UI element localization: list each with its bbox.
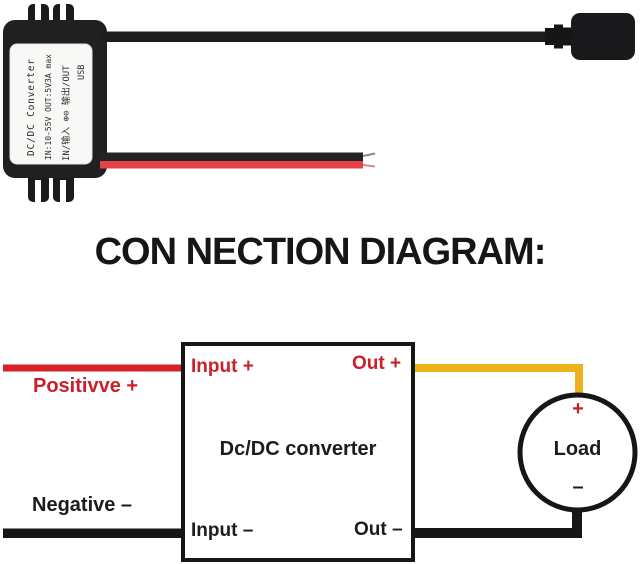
device-label-title: DC/DC Converter bbox=[26, 58, 37, 156]
connection-diagram bbox=[3, 342, 638, 562]
page-title: CON NECTION DIAGRAM: bbox=[94, 231, 547, 273]
usb-cable bbox=[100, 31, 552, 42]
usb-connector bbox=[571, 13, 635, 60]
input-wire-red bbox=[100, 161, 363, 169]
converter-box-label: Dc/DC converter bbox=[219, 438, 377, 460]
mounting-tab-bottom bbox=[28, 172, 74, 204]
product-photo: DC/DC Converter IN:10-55V OUT:5V3A max I… bbox=[3, 0, 635, 204]
device-label-port: USB bbox=[77, 65, 87, 80]
load-label: Load bbox=[553, 438, 602, 460]
device-label-io: IN/输入 ⊕⊖ 输出/OUT bbox=[60, 65, 72, 161]
terminal-input-minus: Input – bbox=[191, 520, 254, 541]
wire-strand-black bbox=[362, 152, 376, 157]
positive-input-wire bbox=[3, 364, 183, 372]
positive-output-wire bbox=[413, 364, 583, 397]
positive-wire-label: Positivve + bbox=[33, 375, 139, 397]
input-wire-black bbox=[100, 152, 363, 161]
terminal-input-plus: Input + bbox=[191, 356, 254, 377]
cable-strain-relief bbox=[545, 24, 572, 49]
negative-wire-label: Negative – bbox=[32, 494, 133, 516]
negative-input-wire bbox=[3, 528, 183, 538]
terminal-out-minus: Out – bbox=[354, 519, 403, 540]
converter-box bbox=[181, 342, 415, 562]
wire-strand-red bbox=[362, 164, 376, 168]
load-plus-terminal: + bbox=[572, 398, 584, 420]
negative-output-wire bbox=[413, 505, 582, 538]
terminal-out-plus: Out + bbox=[352, 353, 402, 374]
device-label bbox=[9, 43, 93, 165]
load-circle bbox=[517, 392, 638, 513]
device-label-specs: IN:10-55V OUT:5V3A max bbox=[44, 54, 53, 160]
load-minus-terminal: – bbox=[572, 476, 584, 498]
